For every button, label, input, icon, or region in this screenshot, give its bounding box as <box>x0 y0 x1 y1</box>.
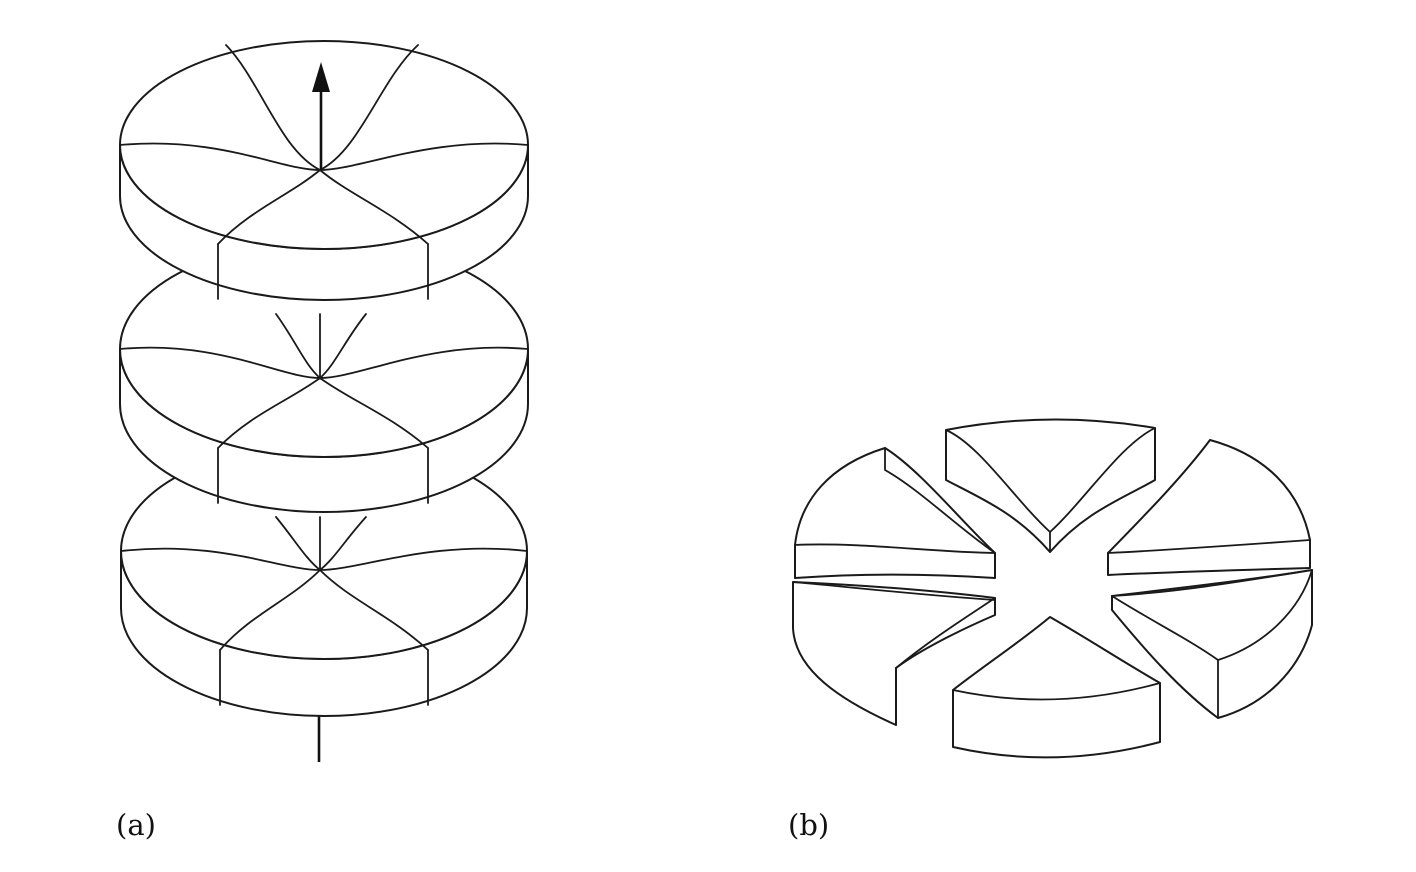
wedge-front-left <box>792 581 996 726</box>
disc-middle <box>119 240 529 513</box>
wedge-front-right-inner-curve <box>1111 569 1313 597</box>
wedge-front-body <box>952 616 1161 759</box>
wedge-back <box>945 418 1156 553</box>
wedge-left-inner-curve <box>794 543 996 554</box>
wedge-front-left-face-edge <box>895 597 996 669</box>
wedge-front-bottom-edge <box>952 682 1161 701</box>
wedge-front-right <box>1111 569 1313 719</box>
wedge-left-radial-edge <box>884 447 996 554</box>
panel-a-diagram <box>119 40 529 762</box>
wedge-front-right-body <box>1111 569 1313 719</box>
panel-a-label: (a) <box>116 808 156 842</box>
wedge-right-top <box>1107 439 1311 576</box>
wedge-front-left-body <box>792 581 996 726</box>
wedge-right-inner-curve <box>1107 539 1311 554</box>
wedge-front-right-face-edge <box>1111 595 1219 661</box>
wedge-front-right-outer-edge <box>1217 569 1313 661</box>
wedge-front <box>952 616 1161 759</box>
panel-b-diagram <box>792 418 1313 759</box>
wedge-left <box>794 447 996 579</box>
wedge-right <box>1107 439 1311 576</box>
disc-top <box>119 40 529 301</box>
axis-arrowhead-icon <box>312 62 330 92</box>
wedge-back-top <box>945 418 1156 553</box>
panel-b-label: (b) <box>788 808 830 842</box>
wedge-front-left-inner-curve <box>792 581 996 601</box>
